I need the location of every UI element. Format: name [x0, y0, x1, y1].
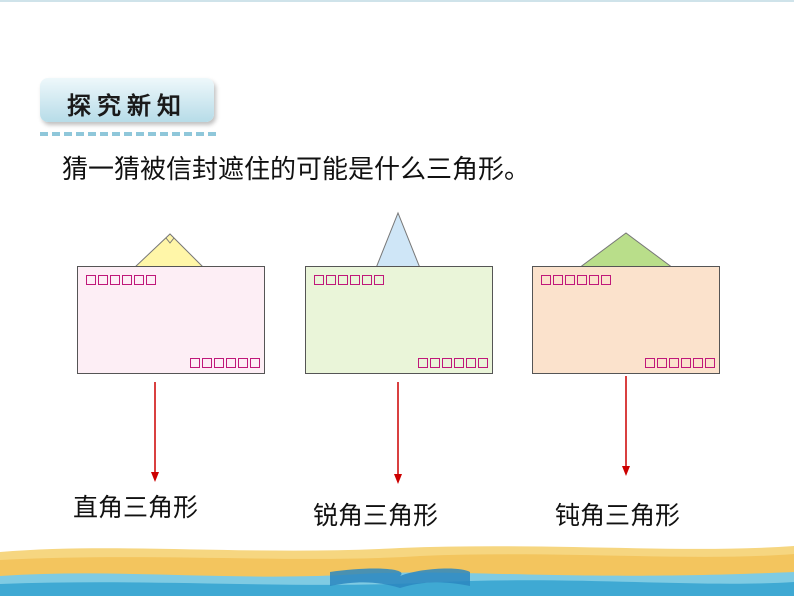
acute-triangle-tip [375, 211, 421, 269]
obtuse-triangle-tip [577, 232, 675, 269]
arrow-down-icon [151, 382, 159, 482]
arrow-down-icon [394, 382, 402, 484]
postcode-boxes [190, 358, 262, 368]
section-title: 探究新知 [67, 92, 187, 120]
postcode-boxes [541, 275, 613, 285]
postcode-boxes [418, 358, 490, 368]
answer-acute-triangle: 锐角三角形 [313, 501, 439, 530]
postcode-boxes [314, 275, 386, 285]
answer-right-triangle: 直角三角形 [73, 493, 199, 522]
section-tag: 探究新知 [40, 78, 214, 122]
postcode-boxes [645, 358, 717, 368]
top-border [0, 0, 794, 2]
beach-footer-image [0, 542, 794, 596]
envelope-2 [305, 266, 493, 374]
envelope-3 [532, 266, 720, 374]
right-triangle-tip [132, 233, 206, 269]
triangles-layer [132, 211, 675, 269]
right-angle-mark [165, 237, 175, 244]
arrow-down-icon [622, 376, 630, 476]
question-text: 猜一猜被信封遮住的可能是什么三角形。 [62, 155, 531, 185]
section-divider [40, 132, 216, 136]
answer-obtuse-triangle: 钝角三角形 [555, 501, 681, 530]
envelope-1 [77, 266, 265, 374]
postcode-boxes [86, 275, 158, 285]
